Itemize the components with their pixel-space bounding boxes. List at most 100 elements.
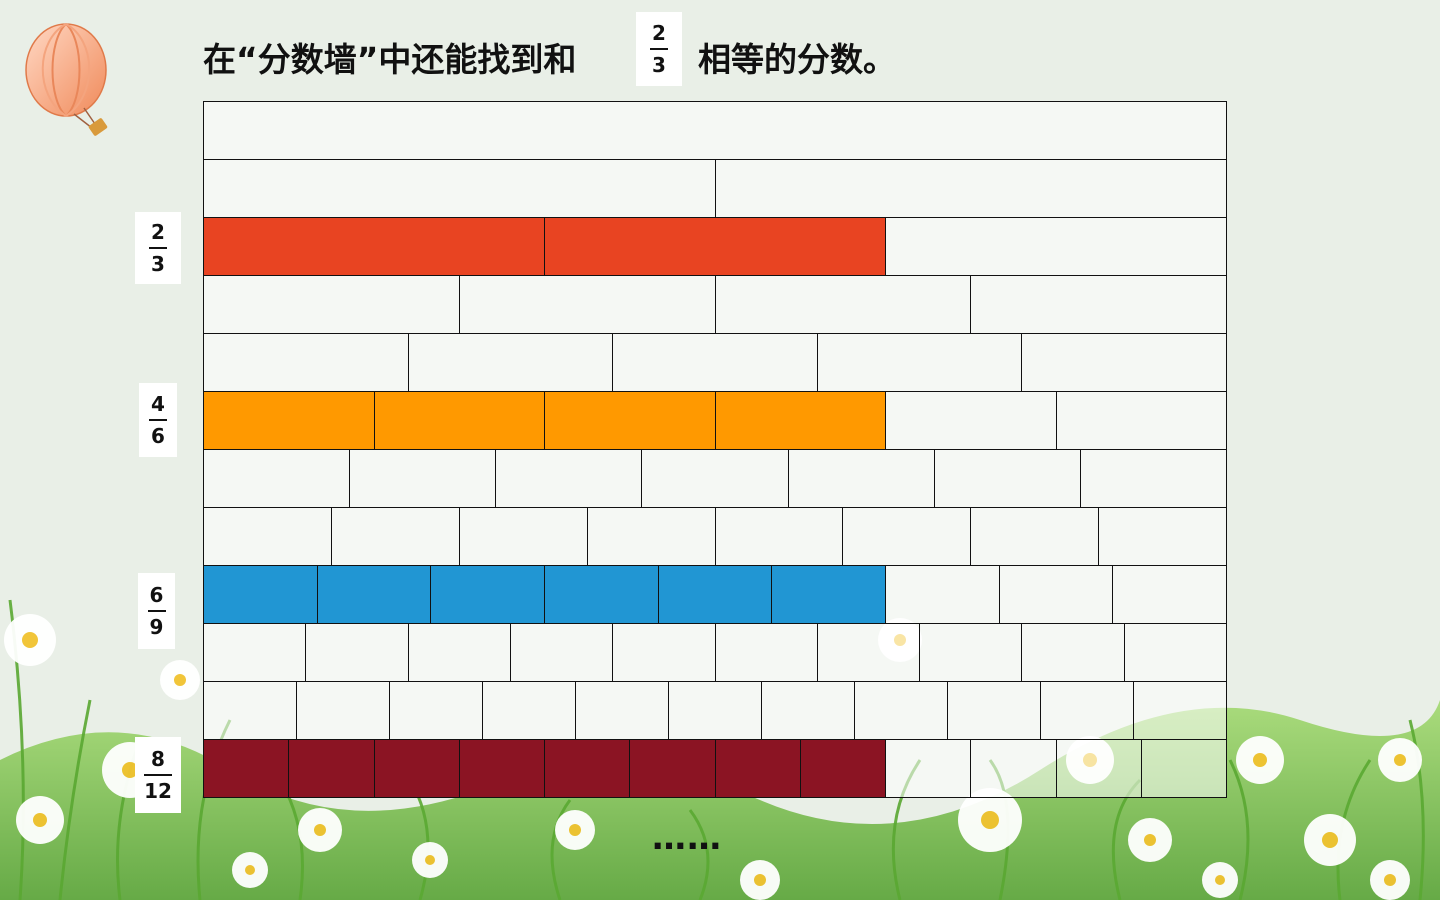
title-fraction: 2 3 xyxy=(636,12,682,86)
wall-brick xyxy=(1021,623,1125,682)
wall-brick xyxy=(842,507,971,566)
wall-brick xyxy=(349,449,496,508)
wall-brick xyxy=(947,681,1041,740)
wall-brick xyxy=(885,565,1000,624)
wall-brick xyxy=(668,681,762,740)
fraction-bar xyxy=(149,419,167,421)
wall-row-8 xyxy=(203,507,1227,566)
wall-brick xyxy=(389,681,483,740)
title-prefix: 在“分数墙”中还能找到和 xyxy=(203,40,577,79)
wall-brick xyxy=(761,681,855,740)
wall-brick xyxy=(885,739,971,798)
wall-brick xyxy=(970,507,1099,566)
wall-brick xyxy=(544,739,630,798)
wall-brick xyxy=(459,507,588,566)
wall-brick xyxy=(1056,739,1142,798)
wall-brick xyxy=(587,507,716,566)
wall-brick xyxy=(296,681,390,740)
wall-brick xyxy=(641,449,789,508)
wall-brick xyxy=(788,449,935,508)
wall-brick xyxy=(715,391,886,450)
wall-brick xyxy=(817,623,920,682)
side-fraction-numerator: 8 xyxy=(151,747,165,771)
wall-brick xyxy=(459,275,716,334)
wall-brick xyxy=(715,507,843,566)
wall-row-9 xyxy=(203,565,1227,624)
wall-row-12 xyxy=(203,739,1227,798)
fraction-wall xyxy=(203,101,1227,798)
wall-brick xyxy=(408,623,511,682)
wall-row-5 xyxy=(203,333,1227,392)
wall-brick xyxy=(203,507,332,566)
wall-brick xyxy=(203,681,297,740)
wall-brick xyxy=(854,681,948,740)
fraction-bar xyxy=(147,610,166,612)
wall-brick xyxy=(203,101,1227,160)
wall-row-4 xyxy=(203,275,1227,334)
wall-brick xyxy=(203,623,306,682)
wall-brick xyxy=(629,739,716,798)
wall-brick xyxy=(715,739,801,798)
wall-brick xyxy=(203,565,318,624)
wall-brick xyxy=(203,333,409,392)
wall-brick xyxy=(495,449,642,508)
wall-brick xyxy=(658,565,772,624)
side-fraction-denominator: 12 xyxy=(144,779,172,803)
wall-row-3 xyxy=(203,217,1227,276)
side-fraction-4-6: 4 6 xyxy=(139,383,177,457)
wall-brick xyxy=(459,739,545,798)
wall-brick xyxy=(288,739,375,798)
wall-brick xyxy=(544,217,886,276)
wall-brick xyxy=(715,275,971,334)
wall-brick xyxy=(430,565,545,624)
wall-brick xyxy=(885,391,1057,450)
wall-brick xyxy=(715,623,818,682)
side-fraction-2-3: 2 3 xyxy=(135,212,181,284)
wall-brick xyxy=(203,449,350,508)
side-fraction-denominator: 3 xyxy=(151,252,165,276)
wall-brick xyxy=(817,333,1022,392)
wall-brick xyxy=(1040,681,1134,740)
wall-brick xyxy=(317,565,431,624)
wall-brick xyxy=(1124,623,1227,682)
wall-brick xyxy=(612,333,818,392)
hot-air-balloon-icon xyxy=(25,23,108,136)
wall-brick xyxy=(510,623,613,682)
wall-brick xyxy=(544,391,716,450)
wall-brick xyxy=(1141,739,1227,798)
side-fraction-denominator: 6 xyxy=(151,424,165,448)
wall-brick xyxy=(331,507,460,566)
wall-brick xyxy=(305,623,409,682)
wall-brick xyxy=(203,391,375,450)
wall-brick xyxy=(1112,565,1227,624)
side-fraction-numerator: 2 xyxy=(151,220,165,244)
side-fraction-numerator: 4 xyxy=(151,392,165,416)
wall-brick xyxy=(408,333,613,392)
wall-brick xyxy=(771,565,886,624)
wall-brick xyxy=(970,739,1057,798)
wall-brick xyxy=(374,391,545,450)
wall-row-7 xyxy=(203,449,1227,508)
wall-brick xyxy=(575,681,669,740)
wall-brick xyxy=(1133,681,1227,740)
wall-brick xyxy=(934,449,1081,508)
wall-row-6 xyxy=(203,391,1227,450)
title-fraction-numerator: 2 xyxy=(652,21,666,45)
wall-brick xyxy=(919,623,1022,682)
wall-row-2 xyxy=(203,159,1227,218)
wall-brick xyxy=(374,739,460,798)
title-fraction-denominator: 3 xyxy=(652,53,666,77)
side-fraction-numerator: 6 xyxy=(149,583,164,607)
wall-brick xyxy=(999,565,1113,624)
wall-brick xyxy=(1056,391,1227,450)
wall-row-11 xyxy=(203,681,1227,740)
wall-brick xyxy=(203,739,289,798)
wall-brick xyxy=(800,739,886,798)
wall-brick xyxy=(203,159,716,218)
wall-brick xyxy=(1098,507,1227,566)
ellipsis-text: …… xyxy=(652,818,722,858)
wall-brick xyxy=(612,623,716,682)
wall-row-10 xyxy=(203,623,1227,682)
wall-brick xyxy=(715,159,1227,218)
wall-brick xyxy=(482,681,576,740)
